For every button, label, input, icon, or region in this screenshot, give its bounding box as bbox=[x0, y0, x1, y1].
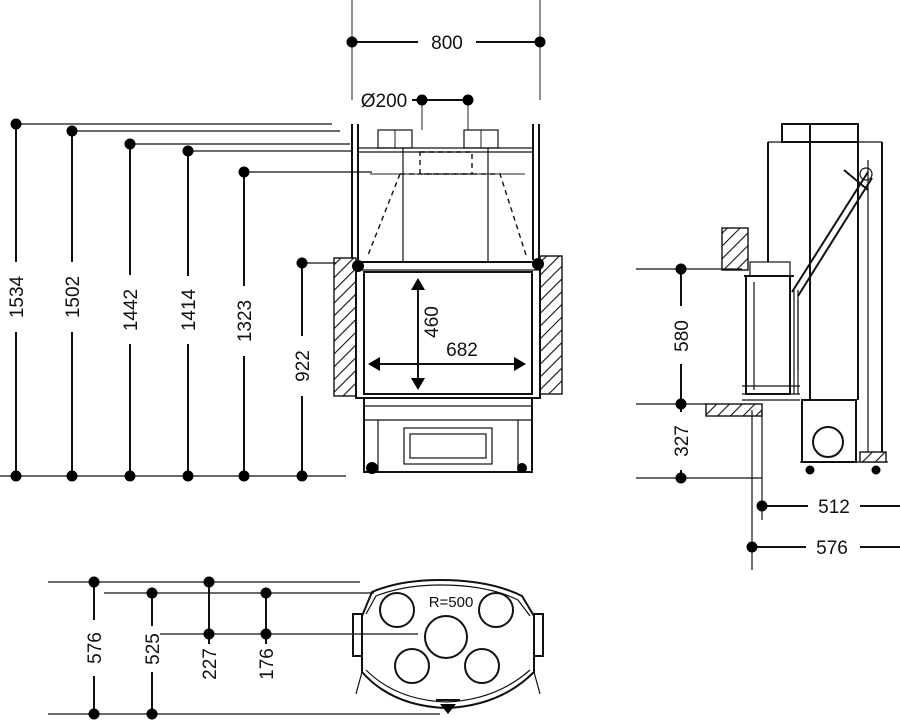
plan-radius-label: R=500 bbox=[429, 594, 474, 611]
depth-outer-label: 576 bbox=[816, 538, 848, 559]
front-view: 800 Ø200 bbox=[0, 0, 563, 482]
floor-height-label: 327 bbox=[672, 425, 693, 457]
flue-diameter-label: Ø200 bbox=[361, 91, 407, 112]
side-opening-height-label: 580 bbox=[672, 320, 693, 352]
depth-inner-label: 512 bbox=[818, 497, 850, 518]
plan-view: R=500 576 525 227 176 bbox=[48, 576, 544, 720]
opening-height-label: 460 bbox=[422, 306, 443, 338]
opening-width-label: 682 bbox=[446, 340, 478, 361]
height-label-1442: 1442 bbox=[121, 289, 142, 331]
plan-depth-label-176: 176 bbox=[257, 648, 278, 680]
side-view: 580 327 512 576 bbox=[636, 123, 900, 570]
height-label-1414: 1414 bbox=[179, 288, 200, 331]
base-height-label: 922 bbox=[293, 350, 314, 382]
width-dimension: 800 bbox=[346, 0, 546, 100]
width-label: 800 bbox=[431, 33, 463, 54]
height-label-1323: 1323 bbox=[235, 300, 256, 342]
plan-depth-label-525: 525 bbox=[143, 633, 164, 665]
height-label-1502: 1502 bbox=[63, 276, 84, 318]
height-dimensions: 1534 1502 1442 1414 1323 922 bbox=[0, 118, 372, 482]
plan-depth-label-227: 227 bbox=[200, 648, 221, 680]
height-label-1534: 1534 bbox=[7, 275, 28, 318]
plan-depth-label-576: 576 bbox=[85, 632, 106, 664]
flue-diameter-dimension: Ø200 bbox=[361, 91, 474, 130]
